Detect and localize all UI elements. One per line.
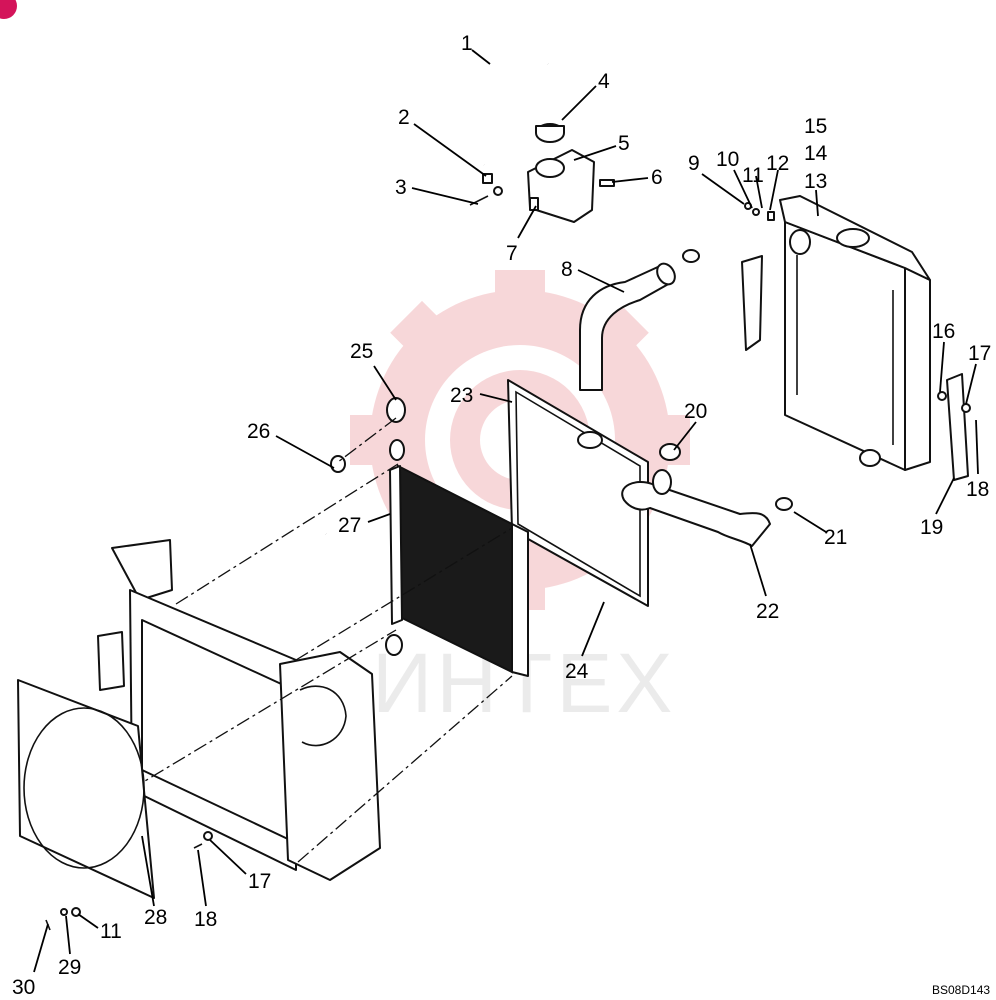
callout-23: 23 [450, 384, 473, 407]
callout-9: 9 [688, 152, 700, 175]
callout-26: 26 [247, 420, 270, 443]
leader-lines [33, 49, 979, 973]
oil-cooler-core [397, 464, 529, 677]
fan-shroud-frame [97, 539, 381, 881]
callout-27: 27 [338, 514, 361, 537]
callout-4: 4 [598, 70, 610, 93]
callout-12: 12 [766, 152, 789, 175]
drawing-code: BS08D143 [932, 983, 990, 997]
callout-25: 25 [350, 340, 373, 363]
callout-3: 3 [395, 176, 407, 199]
callout-18-lower: 18 [194, 908, 217, 931]
callout-24: 24 [565, 660, 589, 683]
clamp-bolt [469, 173, 503, 206]
callout-16: 16 [932, 320, 955, 343]
callout-10: 10 [716, 148, 739, 171]
lower-fasteners [45, 831, 213, 931]
coolant-reservoir [527, 123, 615, 223]
callout-13: 13 [804, 170, 827, 193]
fan-shroud-plate [17, 679, 155, 899]
callout-2: 2 [398, 106, 410, 129]
callout-17-lower: 17 [248, 870, 271, 893]
callouts: 1 2 3 4 5 6 7 8 9 10 11 12 13 14 15 16 1… [12, 32, 991, 999]
callout-6: 6 [651, 166, 663, 189]
radiator-seal-frame [507, 379, 649, 607]
callout-15: 15 [804, 115, 827, 138]
callout-28: 28 [144, 906, 167, 929]
overflow-hose [474, 37, 550, 166]
callout-11-lower: 11 [100, 920, 122, 943]
callout-29: 29 [58, 956, 81, 979]
callout-18-right: 18 [966, 478, 989, 501]
callout-30: 30 [12, 976, 35, 999]
callout-1: 1 [461, 32, 473, 55]
callout-7: 7 [506, 242, 518, 265]
callout-21: 21 [824, 526, 847, 549]
callout-8: 8 [561, 258, 573, 281]
upper-radiator-hose [579, 249, 700, 391]
callout-19: 19 [920, 516, 943, 539]
callout-20: 20 [684, 400, 707, 423]
callout-17-right: 17 [968, 342, 991, 365]
callout-22: 22 [756, 600, 779, 623]
oil-cooler-tank [385, 439, 405, 656]
oil-cooler-line [310, 397, 406, 536]
callout-11: 11 [742, 164, 764, 187]
callout-5: 5 [618, 132, 630, 155]
callout-14: 14 [804, 142, 828, 165]
corner-badge [0, 0, 17, 19]
lower-radiator-hose [621, 443, 793, 547]
radiator [741, 195, 971, 481]
